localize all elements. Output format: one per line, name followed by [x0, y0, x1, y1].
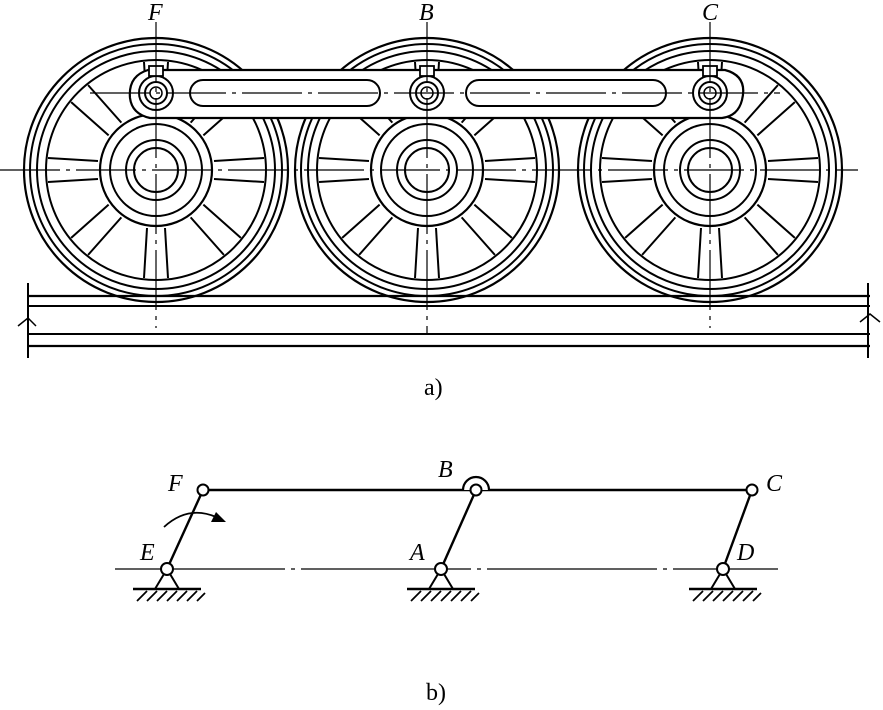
center-lines	[0, 22, 858, 334]
caption-b: b)	[426, 680, 446, 706]
label-b-c: C	[766, 471, 783, 497]
caption-a: a)	[424, 375, 443, 401]
label-b-e: E	[139, 540, 155, 566]
label-a-f: F	[147, 0, 163, 26]
joint-c	[745, 483, 759, 497]
label-b-f: F	[167, 471, 183, 497]
joint-b	[469, 483, 483, 497]
label-a-c: C	[702, 0, 719, 26]
label-b-a: A	[408, 540, 425, 566]
crank-dc	[721, 489, 754, 570]
label-b-d: D	[736, 540, 754, 566]
crank-ef	[165, 489, 205, 570]
label-b-b: B	[438, 457, 453, 483]
figure-b-drawing: F B C E A D b)	[115, 457, 783, 706]
joint-f	[196, 483, 210, 497]
crank-ab	[439, 489, 478, 570]
figure-a-drawing: F B C a)	[0, 0, 881, 401]
rail	[17, 283, 881, 358]
label-a-b: B	[419, 0, 434, 26]
rotation-arrow-icon	[163, 511, 226, 528]
